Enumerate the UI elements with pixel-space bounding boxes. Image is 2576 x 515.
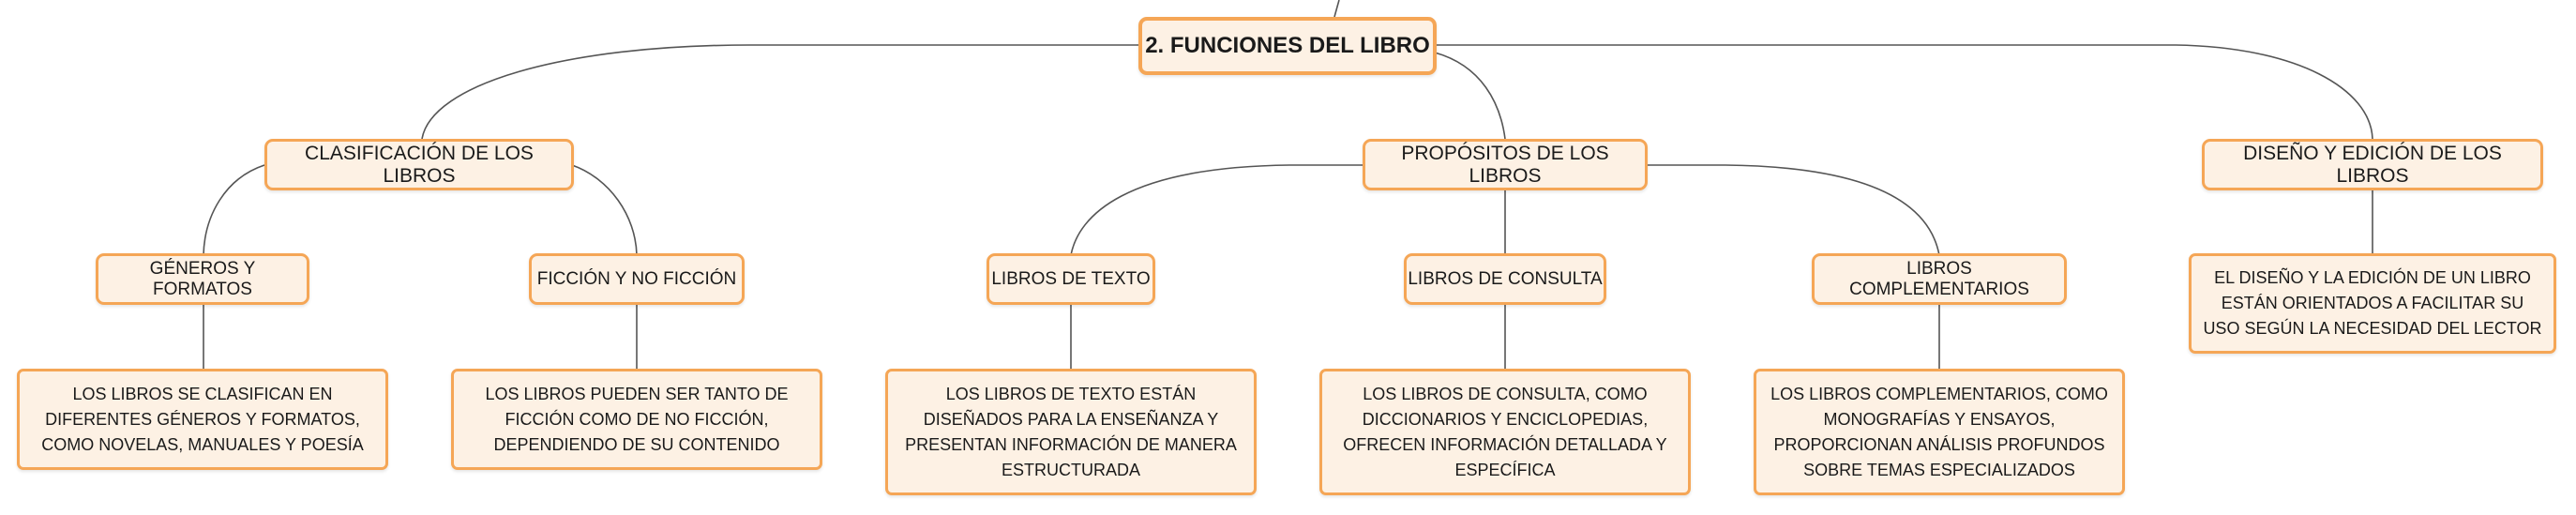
connector-clasificacion-ficcion	[571, 164, 638, 256]
text-diseno[interactable]: EL DISEÑO Y LA EDICIÓN DE UN LIBRO ESTÁN…	[2189, 253, 2556, 354]
node-clasificacion[interactable]: CLASIFICACIÓN DE LOS LIBROS	[264, 139, 574, 190]
node-generos[interactable]: GÉNEROS Y FORMATOS	[96, 253, 309, 305]
node-libros-complementarios[interactable]: LIBROS COMPLEMENTARIOS	[1812, 253, 2067, 305]
connector-propositos-texto	[1070, 164, 1363, 256]
connector-root-diseno	[1433, 44, 2373, 140]
node-libros-consulta[interactable]: LIBROS DE CONSULTA	[1404, 253, 1606, 305]
connector-root-top	[1333, 0, 1340, 18]
text-libros-texto[interactable]: LOS LIBROS DE TEXTO ESTÁN DISEÑADOS PARA…	[885, 369, 1257, 495]
connector-root-propositos	[1434, 52, 1506, 140]
text-ficcion[interactable]: LOS LIBROS PUEDEN SER TANTO DE FICCIÓN C…	[451, 369, 822, 470]
text-generos[interactable]: LOS LIBROS SE CLASIFICAN EN DIFERENTES G…	[17, 369, 388, 470]
node-diseno[interactable]: DISEÑO Y EDICIÓN DE LOS LIBROS	[2202, 139, 2543, 190]
connector-clasificacion-generos	[203, 164, 265, 256]
root-node[interactable]: 2. FUNCIONES DEL LIBRO	[1138, 17, 1437, 75]
text-libros-consulta[interactable]: LOS LIBROS DE CONSULTA, COMO DICCIONARIO…	[1319, 369, 1691, 495]
connector-propositos-complementarios	[1648, 164, 1940, 256]
node-libros-texto[interactable]: LIBROS DE TEXTO	[987, 253, 1155, 305]
text-libros-complementarios[interactable]: LOS LIBROS COMPLEMENTARIOS, COMO MONOGRA…	[1754, 369, 2125, 495]
node-ficcion[interactable]: FICCIÓN Y NO FICCIÓN	[529, 253, 745, 305]
connector-root-clasificacion	[421, 44, 1138, 140]
node-propositos[interactable]: PROPÓSITOS DE LOS LIBROS	[1363, 139, 1648, 190]
